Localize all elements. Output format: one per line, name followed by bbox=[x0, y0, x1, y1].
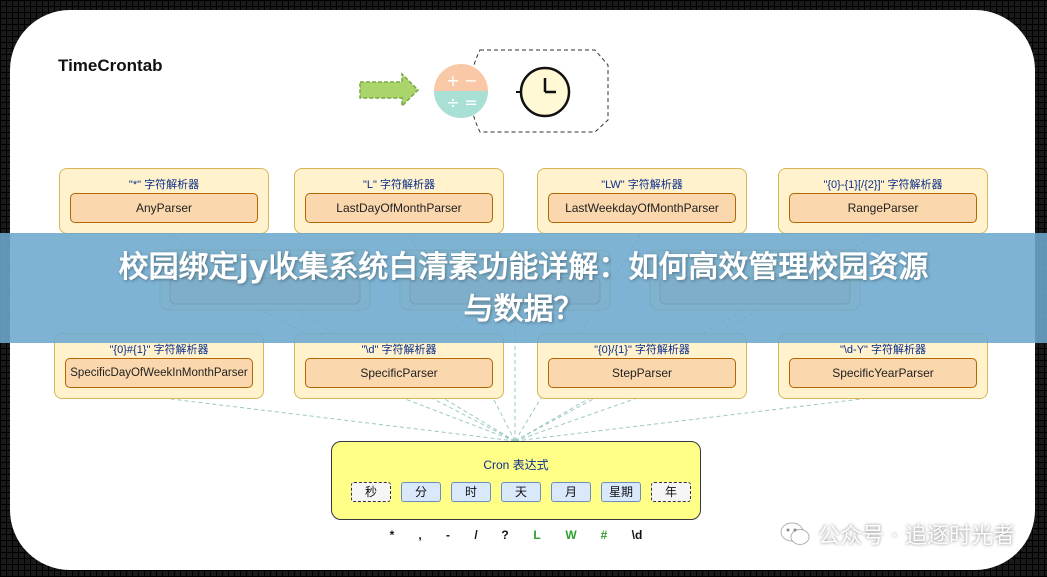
diagram-title: TimeCrontab bbox=[58, 56, 163, 75]
svg-text:+: + bbox=[446, 71, 459, 90]
parser-name: SpecificYearParser bbox=[789, 358, 977, 388]
cron-caption: Cron 表达式 bbox=[483, 458, 549, 472]
parser-caption: "*" 字符解析器 bbox=[128, 179, 200, 191]
arrow-icon bbox=[359, 72, 420, 108]
parser-specific-year: "\d-Y" 字符解析器 SpecificYearParser bbox=[778, 333, 988, 399]
parser-specific-day-of-week-in-month: "{0}#{1}" 字符解析器 SpecificDayOfWeekInMonth… bbox=[54, 333, 264, 399]
title-banner: 校园绑定jy收集系统白清素功能详解：如何高效管理校园资源 与数据？ bbox=[0, 233, 1047, 343]
parser-specific: "\d" 字符解析器 SpecificParser bbox=[294, 333, 504, 399]
cron-symbol: # bbox=[600, 528, 608, 542]
parser-last-weekday-of-month: "LW" 字符解析器 LastWeekdayOfMonthParser bbox=[537, 168, 747, 234]
parser-name: StepParser bbox=[548, 358, 736, 388]
parser-any: "*" 字符解析器 AnyParser bbox=[59, 168, 269, 234]
parser-name: AnyParser bbox=[70, 193, 258, 223]
parser-caption: "{0}/{1}" 字符解析器 bbox=[594, 344, 690, 356]
parser-name: SpecificDayOfWeekInMonthParser bbox=[65, 358, 253, 388]
cron-field-year: 年 bbox=[651, 482, 691, 502]
parser-range: "{0}-{1}[/{2}]" 字符解析器 RangeParser bbox=[778, 168, 988, 234]
watermark: 公众号 · 追逐时光者 bbox=[780, 518, 1015, 550]
calculator-icon: + − ÷ = bbox=[434, 64, 488, 118]
parser-caption: "L" 字符解析器 bbox=[363, 179, 435, 191]
cron-symbol: * bbox=[389, 528, 395, 542]
svg-text:=: = bbox=[464, 93, 477, 112]
parser-caption: "LW" 字符解析器 bbox=[601, 179, 683, 191]
parser-caption: "\d-Y" 字符解析器 bbox=[839, 344, 927, 356]
cron-symbol: , bbox=[418, 528, 422, 542]
wechat-icon bbox=[780, 522, 810, 545]
parser-name: LastDayOfMonthParser bbox=[305, 193, 493, 223]
cron-field-hour: 时 bbox=[451, 482, 491, 502]
parser-name: RangeParser bbox=[789, 193, 977, 223]
parser-last-day-of-month: "L" 字符解析器 LastDayOfMonthParser bbox=[294, 168, 504, 234]
clock-icon bbox=[516, 66, 571, 118]
cron-symbol: W bbox=[565, 528, 577, 542]
cron-field-day: 天 bbox=[501, 482, 541, 502]
cron-field-minute: 分 bbox=[401, 482, 441, 502]
svg-text:−: − bbox=[464, 71, 477, 90]
cron-symbol: \d bbox=[631, 528, 643, 542]
cron-expression-box: Cron 表达式 秒 分 时 天 月 星期 年 bbox=[331, 441, 701, 520]
cron-symbol: ? bbox=[501, 528, 509, 542]
cron-symbol: L bbox=[533, 528, 541, 542]
svg-text:÷: ÷ bbox=[446, 93, 459, 112]
cron-symbol: - bbox=[446, 528, 450, 542]
watermark-text: 公众号 · 追逐时光者 bbox=[818, 524, 1015, 549]
cron-field-month: 月 bbox=[551, 482, 591, 502]
cron-field-weekday: 星期 bbox=[601, 482, 641, 502]
parser-name: SpecificParser bbox=[305, 358, 493, 388]
parser-name: LastWeekdayOfMonthParser bbox=[548, 193, 736, 223]
banner-line-2: 与数据？ bbox=[463, 292, 584, 327]
parser-caption: "{0}-{1}[/{2}]" 字符解析器 bbox=[823, 179, 943, 191]
banner-title: 校园绑定jy收集系统白清素功能详解：如何高效管理校园资源 与数据？ bbox=[60, 247, 987, 331]
parser-caption: "{0}#{1}" 字符解析器 bbox=[109, 344, 209, 356]
cron-symbol: / bbox=[474, 528, 478, 542]
banner-line-1: 校园绑定jy收集系统白清素功能详解：如何高效管理校园资源 bbox=[118, 250, 929, 285]
cron-field-second: 秒 bbox=[351, 482, 391, 502]
parser-caption: "\d" 字符解析器 bbox=[361, 344, 437, 356]
